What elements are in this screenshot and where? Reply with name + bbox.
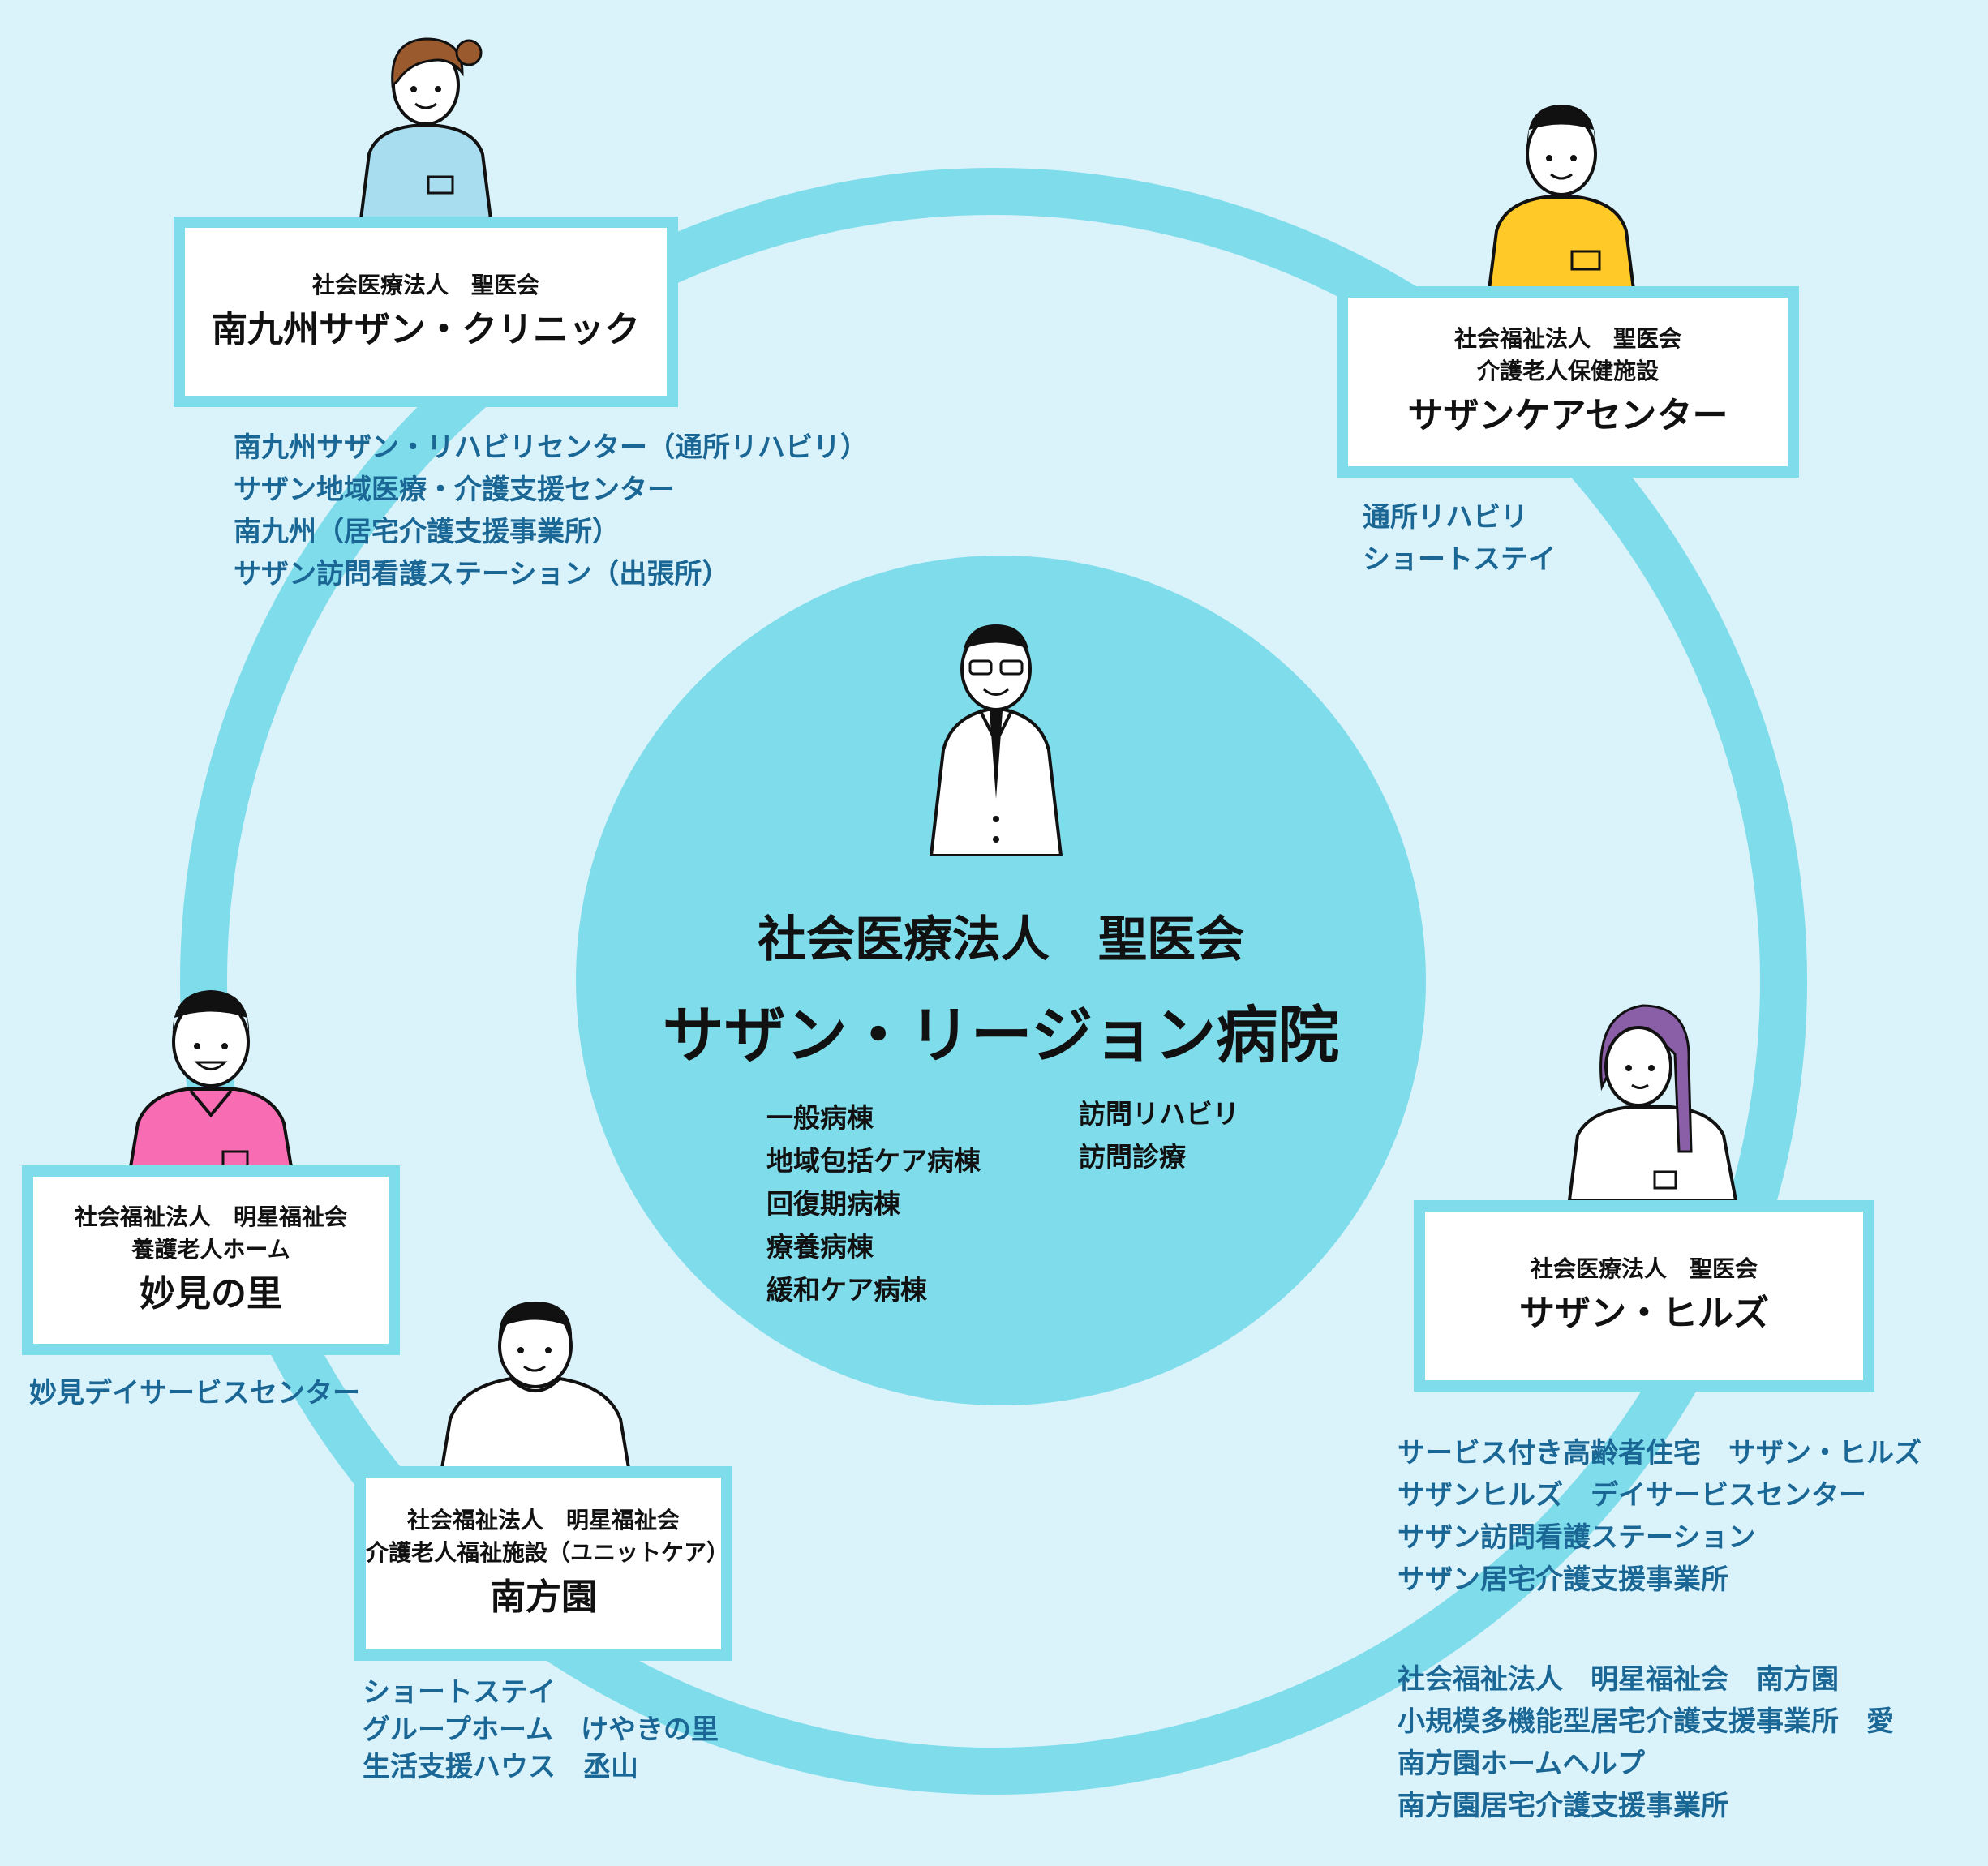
doctor-figure xyxy=(929,624,1063,856)
caregiver-purple-figure xyxy=(1567,1004,1738,1200)
myoken-services: 妙見デイサービスセンター xyxy=(29,1372,360,1414)
nanpoen-service: 生活支援ハウス 丞山 xyxy=(363,1751,638,1783)
staff-pink-figure xyxy=(127,990,294,1172)
hills-org: 社会医療法人 聖医会 xyxy=(1530,1255,1758,1282)
hills-service: サザンヒルズ デイサービスセンター xyxy=(1398,1479,1866,1512)
hospital-service: 訪問診療 xyxy=(1079,1141,1186,1173)
hospital-service: 緩和ケア病棟 xyxy=(766,1274,927,1306)
clinic-org: 社会医療法人 聖医会 xyxy=(311,271,539,298)
myoken-org: 社会福祉法人 明星福祉会 xyxy=(74,1203,347,1230)
care-center-type: 介護老人保健施設 xyxy=(1476,358,1659,384)
staff-white-figure xyxy=(440,1302,631,1468)
myoken-type: 養護老人ホーム xyxy=(131,1236,290,1263)
care-center-services: 通所リハビリ ショートステイ xyxy=(1363,496,1556,581)
nanpoen-name: 南方園 xyxy=(490,1576,597,1618)
hills-service: サザン居宅介護支援事業所 xyxy=(1398,1564,1728,1596)
hills-box: 社会医療法人 聖医会 サザン・ヒルズ xyxy=(1414,1200,1874,1392)
nanpoen-service: ショートステイ xyxy=(363,1676,556,1709)
hospital-services-right: 訪問リハビリ 訪問診療 xyxy=(1079,1092,1239,1178)
hills-service: 社会福祉法人 明星福祉会 南方園 xyxy=(1398,1663,1839,1696)
nanpoen-service: グループホーム けやきの里 xyxy=(363,1714,719,1746)
hills-service: 南方園居宅介護支援事業所 xyxy=(1398,1790,1728,1822)
care-center-service: ショートステイ xyxy=(1363,543,1556,576)
hospital-service: 回復期病棟 xyxy=(766,1188,900,1220)
nanpoen-org: 社会福祉法人 明星福祉会 xyxy=(406,1507,680,1534)
hills-services: サービス付き高齢者住宅 サザン・ヒルズ サザンヒルズ デイサービスセンター サザ… xyxy=(1398,1432,1921,1601)
clinic-service: 南九州サザン・リハビリセンター（通所リハビリ） xyxy=(234,431,868,464)
hospital-service: 一般病棟 xyxy=(766,1102,874,1134)
hills-service: サービス付き高齢者住宅 サザン・ヒルズ xyxy=(1398,1437,1921,1469)
hills-name: サザン・ヒルズ xyxy=(1519,1293,1769,1334)
nanpoen-box: 社会福祉法人 明星福祉会 介護老人福祉施設（ユニットケア） 南方園 xyxy=(354,1466,732,1661)
myoken-service: 妙見デイサービスセンター xyxy=(29,1377,360,1409)
clinic-service: サザン訪問看護ステーション（出張所） xyxy=(234,558,730,590)
nurse-figure xyxy=(359,37,493,219)
myoken-box: 社会福祉法人 明星福祉会 養護老人ホーム 妙見の里 xyxy=(22,1165,400,1355)
hills-service: 南方園ホームヘルプ xyxy=(1398,1748,1645,1780)
hospital-service: 療養病棟 xyxy=(766,1231,874,1263)
hospital-service: 地域包括ケア病棟 xyxy=(766,1145,981,1177)
nanpoen-type: 介護老人福祉施設（ユニットケア） xyxy=(366,1539,730,1566)
clinic-service: 南九州（居宅介護支援事業所） xyxy=(234,516,620,548)
hills-service: サザン訪問看護ステーション xyxy=(1398,1521,1756,1554)
hospital-org: 社会医療法人 聖医会 xyxy=(758,912,1244,968)
care-center-name: サザンケアセンター xyxy=(1407,395,1728,436)
hospital-services-left: 一般病棟 地域包括ケア病棟 回復期病棟 療養病棟 緩和ケア病棟 xyxy=(766,1096,981,1311)
clinic-box: 社会医療法人 聖医会 南九州サザン・クリニック xyxy=(174,217,678,407)
hospital-service: 訪問リハビリ xyxy=(1079,1098,1239,1130)
clinic-services: 南九州サザン・リハビリセンター（通所リハビリ） サザン地域医療・介護支援センター… xyxy=(234,427,868,595)
staff-yellow-figure xyxy=(1486,105,1637,296)
care-center-box: 社会福祉法人 聖医会 介護老人保健施設 サザンケアセンター xyxy=(1337,286,1799,478)
hospital-name: サザン・リージョン病院 xyxy=(662,999,1340,1071)
myoken-name: 妙見の里 xyxy=(140,1273,282,1315)
hills-services-2: 社会福祉法人 明星福祉会 南方園 小規模多機能型居宅介護支援事業所 愛 南方園ホ… xyxy=(1398,1658,1894,1827)
care-center-service: 通所リハビリ xyxy=(1363,501,1528,534)
clinic-name: 南九州サザン・クリニック xyxy=(212,308,640,350)
care-center-org: 社会福祉法人 聖医会 xyxy=(1453,325,1681,352)
hills-service: 小規模多機能型居宅介護支援事業所 愛 xyxy=(1398,1705,1894,1738)
clinic-service: サザン地域医療・介護支援センター xyxy=(234,474,675,506)
nanpoen-services: ショートステイ グループホーム けやきの里 生活支援ハウス 丞山 xyxy=(363,1674,719,1786)
